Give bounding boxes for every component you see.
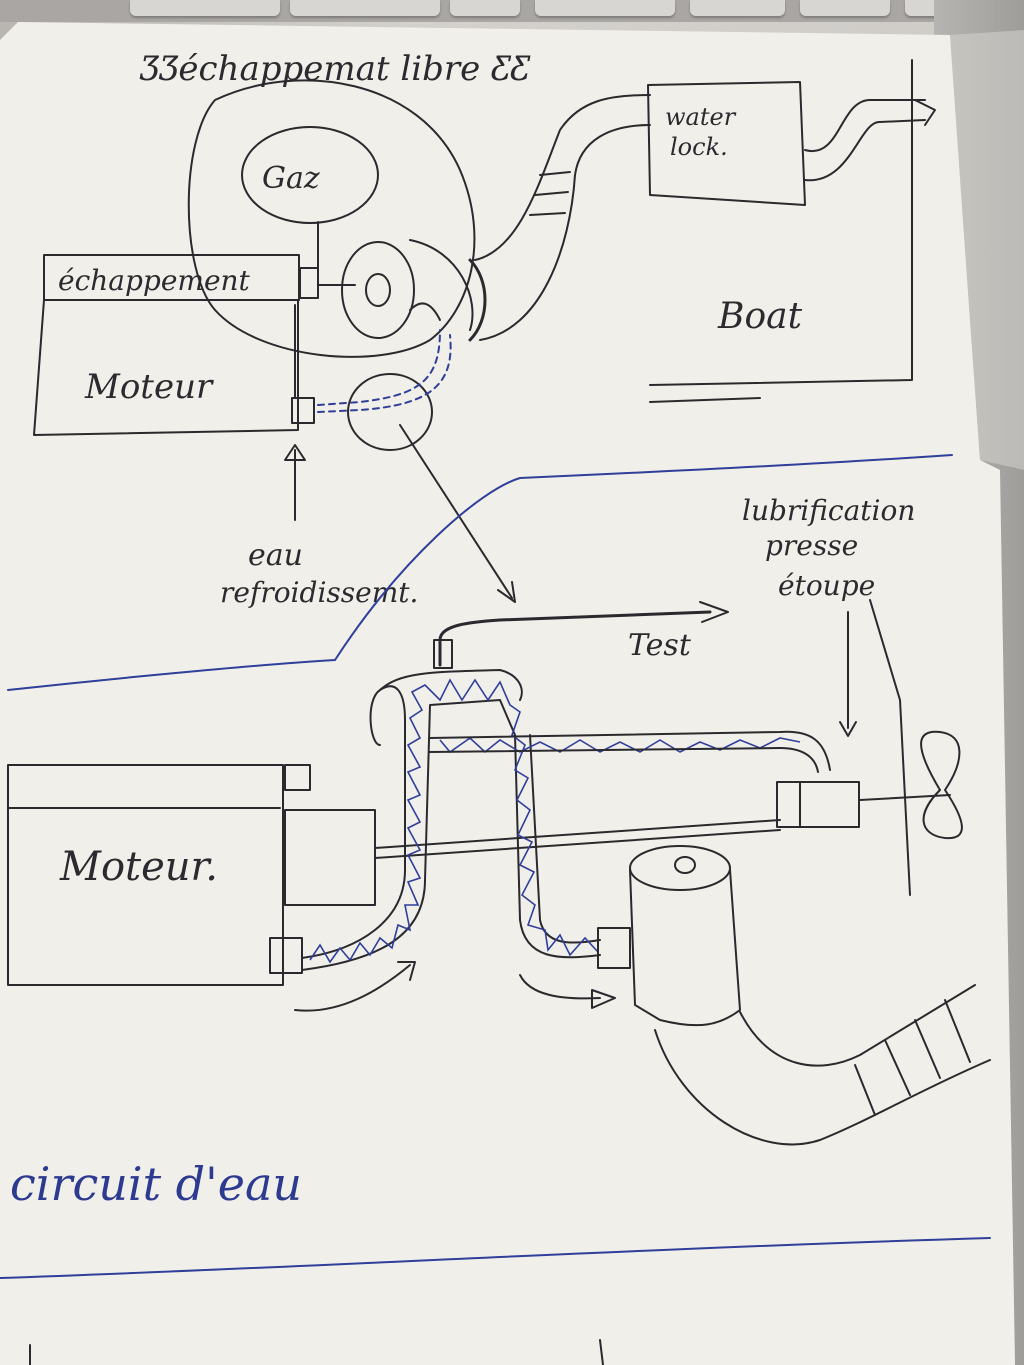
cooling-branch-upper — [429, 730, 831, 771]
keyboard-key — [290, 0, 440, 16]
keyboard-key — [535, 0, 675, 16]
mixing-elbow — [341, 241, 415, 339]
engine-fitting-top — [284, 764, 311, 791]
gaz-bubble — [241, 126, 379, 224]
bottom-stroke — [599, 1339, 604, 1365]
hose-rib — [529, 212, 566, 216]
water-lock-bottom-inlet-fitting — [597, 927, 631, 969]
hull-line — [869, 599, 911, 896]
boat-waterline — [649, 397, 761, 403]
hose-rib — [854, 1064, 876, 1116]
flow-arrow-right — [519, 974, 601, 1000]
test-label: Test — [628, 628, 692, 663]
water-lock-outlet-lower — [804, 119, 926, 182]
exhaust-hose-upper — [474, 94, 651, 261]
detail-arrow-line — [399, 424, 513, 599]
water-lock-label-1: water — [665, 103, 737, 131]
keyboard-key — [690, 0, 785, 16]
refroidissement-label: refroidissemt. — [220, 576, 418, 609]
water-lock-label-2: lock. — [670, 133, 728, 161]
cooling-hose-hatch — [309, 678, 599, 964]
keyboard-key — [800, 0, 890, 16]
test-line — [438, 610, 712, 667]
water-lock-outlet-upper — [804, 99, 926, 153]
echappement-label: échappement — [58, 264, 251, 297]
moteur-top-label: Moteur — [84, 367, 214, 407]
exhaust-hose-bottom-upper — [739, 984, 976, 1067]
cooling-hose-right-outer — [529, 734, 601, 944]
mixing-elbow-core — [365, 273, 391, 307]
lubrification-label-2: presse — [765, 529, 858, 562]
flow-arrow-left-head — [397, 961, 416, 981]
elbow-body — [409, 239, 474, 331]
section-divider — [7, 454, 953, 691]
test-arrow-head — [699, 601, 729, 623]
elbow-flange — [468, 258, 487, 342]
prop-shaft — [374, 819, 781, 849]
detail-arrow-head — [497, 581, 516, 603]
prop-shaft-lower — [374, 829, 781, 859]
flow-arrow-left — [294, 964, 411, 1012]
lubrification-label-1: lubrification — [742, 494, 915, 527]
water-outlet — [291, 397, 315, 424]
water-injection — [409, 302, 441, 321]
outlet-tip — [914, 99, 936, 126]
lubrification-pointer-head — [839, 721, 857, 737]
engine-block-top — [33, 299, 299, 436]
moteur-bottom-label: Moteur. — [59, 844, 218, 890]
water-lock-bottom-body — [629, 869, 741, 1027]
keyboard-key — [130, 0, 280, 16]
engine-fitting-bottom — [269, 937, 303, 974]
exhaust-boundary — [187, 79, 476, 358]
stuffing-box — [776, 781, 860, 828]
hose-rib — [914, 1019, 941, 1079]
exhaust-hose-bottom-lower — [654, 1029, 991, 1146]
cooling-branch-lower — [429, 747, 819, 773]
cooling-hose-top — [379, 669, 523, 701]
engine-block-bottom — [7, 764, 284, 986]
boat-label: Boat — [717, 296, 803, 337]
test-fitting — [433, 639, 453, 669]
cooling-branch-hatch — [439, 736, 801, 754]
hose-rib — [539, 171, 571, 176]
cooling-hose-left-outer — [301, 685, 406, 959]
exhaust-outlet — [299, 267, 319, 299]
hose-rib — [944, 999, 971, 1063]
water-lock-bottom-inlet — [674, 856, 696, 874]
flow-arrow-right-head — [591, 989, 616, 1009]
hose-rib — [884, 1039, 911, 1096]
gaz-label: Gaz — [262, 161, 320, 196]
hose-rib — [534, 191, 569, 196]
cooling-water-line-top-2 — [317, 334, 452, 413]
eau-label: eau — [248, 538, 303, 573]
lubrification-label-3: étoupe — [778, 569, 875, 602]
keyboard-key — [450, 0, 520, 16]
circuit-caption: circuit d'eau — [10, 1157, 302, 1211]
gearbox — [284, 809, 376, 906]
water-lock-bottom-top — [629, 845, 731, 891]
boat-hull — [649, 59, 913, 386]
exhaust-hose-lower — [479, 124, 651, 341]
eau-arrow-head — [284, 444, 306, 461]
bottom-divider — [0, 1237, 991, 1279]
water-lock-box — [647, 81, 806, 206]
raw-water-pump — [347, 373, 433, 451]
cooling-hose-inner — [301, 699, 601, 971]
propeller — [920, 730, 963, 840]
cooling-water-line-top — [317, 329, 441, 406]
